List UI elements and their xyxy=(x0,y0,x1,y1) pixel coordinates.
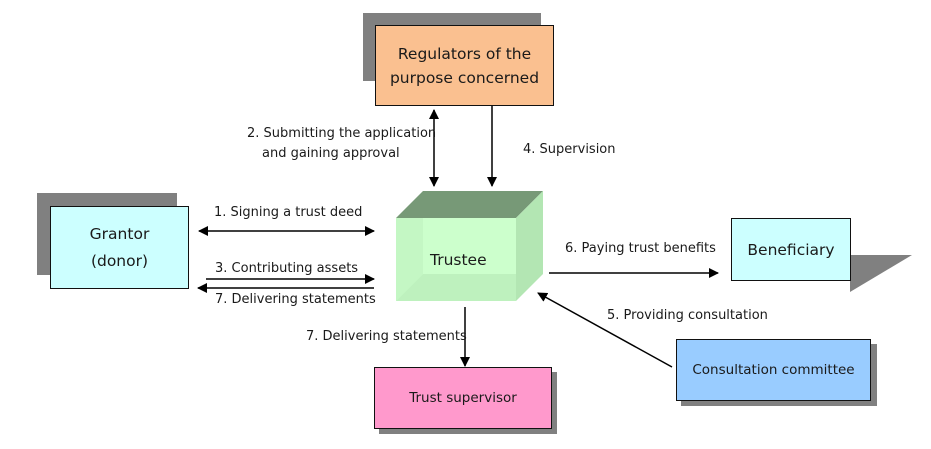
regulators-node: Regulators of the purpose concerned xyxy=(375,25,554,106)
edge-7a-label: 7. Delivering statements xyxy=(215,292,376,307)
supervisor-node: Trust supervisor xyxy=(374,367,552,429)
edge-7b-label: 7. Delivering statements xyxy=(306,329,467,344)
edge-3-label: 3. Contributing assets xyxy=(215,261,359,276)
edge-2-label-line2: and gaining approval xyxy=(262,146,400,161)
trustee-cube-bottom-face xyxy=(396,274,516,301)
trustee-label: Trustee xyxy=(430,251,487,269)
edge-2-label-line1: 2. Submitting the application xyxy=(247,126,437,141)
beneficiary-label: Beneficiary xyxy=(747,240,835,259)
consultation-label: Consultation committee xyxy=(692,362,855,378)
edge-1-label: 1. Signing a trust deed xyxy=(214,205,363,220)
grantor-label-line1: Grantor xyxy=(89,224,150,243)
trustee-cube xyxy=(396,191,543,301)
supervisor-label: Trust supervisor xyxy=(409,390,517,406)
consultation-node: Consultation committee xyxy=(676,339,871,401)
edge-6-label: 6. Paying trust benefits xyxy=(565,241,716,256)
edge-5-label: 5. Providing consultation xyxy=(607,308,768,323)
regulators-label-line1: Regulators of the xyxy=(397,44,532,63)
trustee-cube-top xyxy=(396,191,543,218)
beneficiary-node: Beneficiary xyxy=(731,218,851,281)
edge-4-label: 4. Supervision xyxy=(523,142,616,157)
grantor-node: Grantor (donor) xyxy=(50,206,189,289)
grantor-label-line2: (donor) xyxy=(90,251,149,270)
trustee-cube-left-face xyxy=(396,218,423,301)
regulators-label-line2: purpose concerned xyxy=(389,68,540,87)
trustee-cube-side xyxy=(516,191,543,301)
edge-5-arrow xyxy=(537,292,673,368)
